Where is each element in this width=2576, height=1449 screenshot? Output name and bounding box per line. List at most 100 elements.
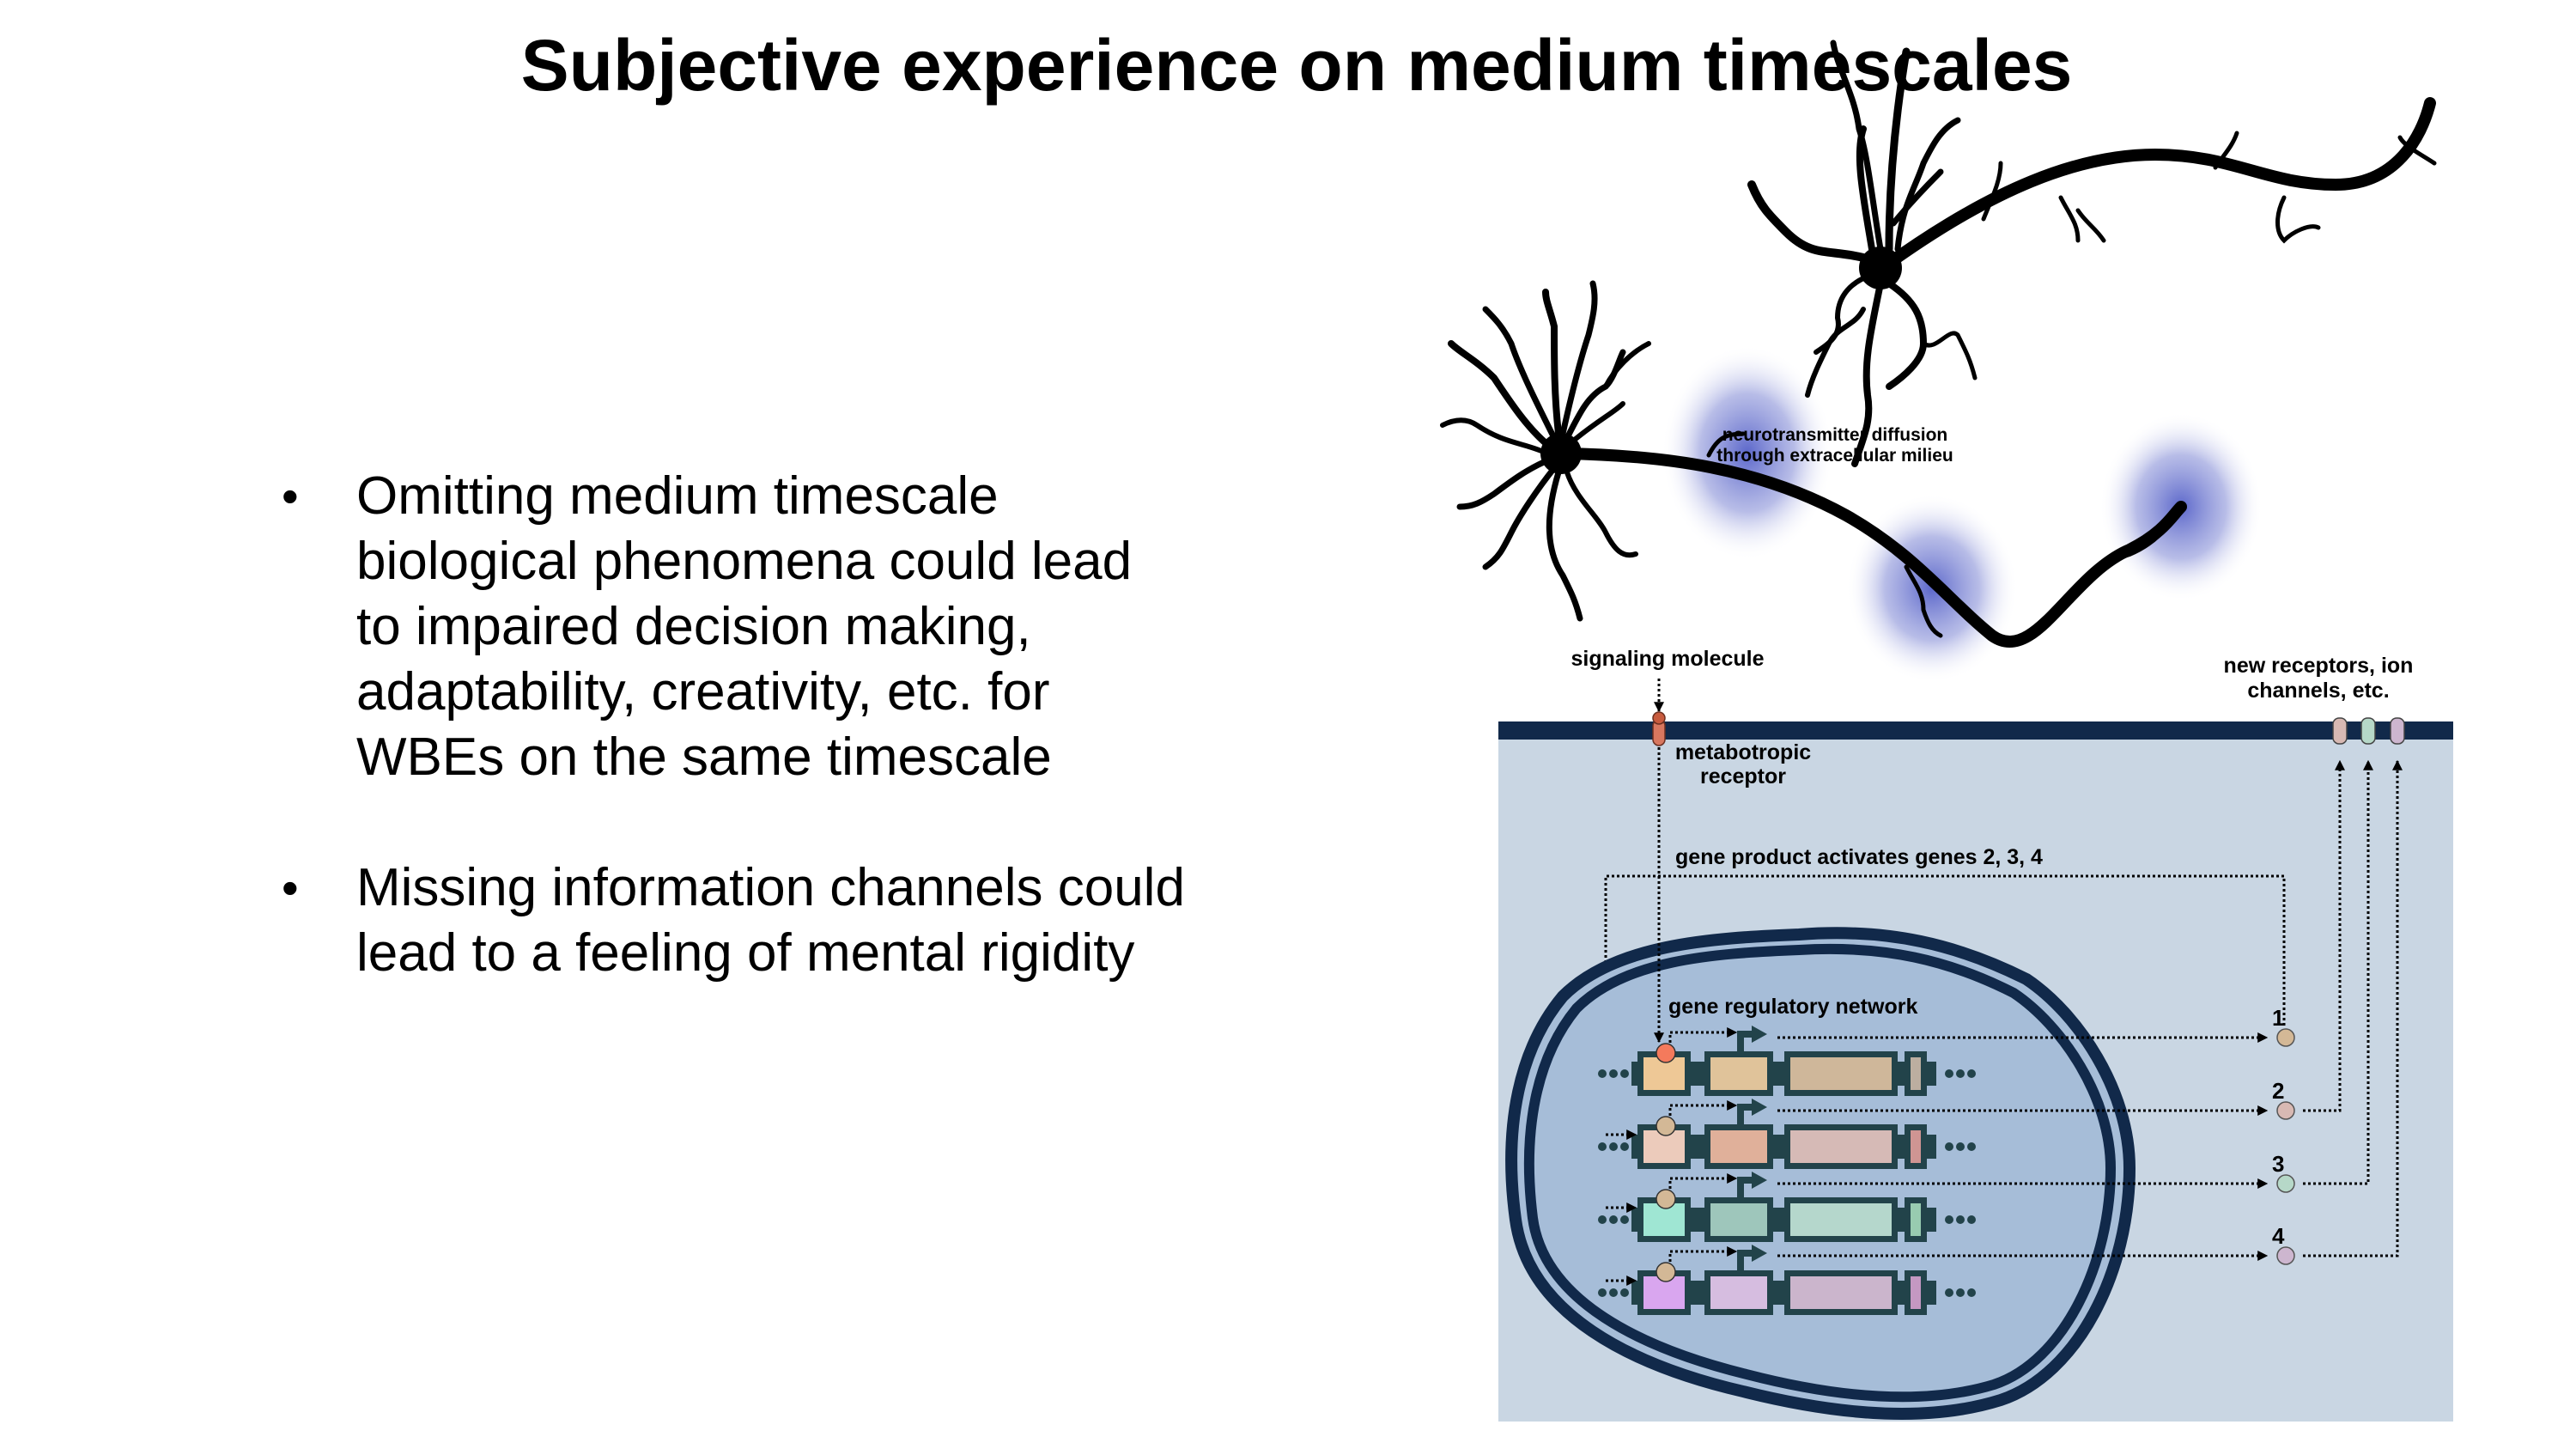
ellipsis-dot (1598, 1215, 1607, 1224)
exon-2 (1790, 1203, 1892, 1236)
exon-2 (1790, 1057, 1892, 1090)
terminator-region (1911, 1057, 1921, 1090)
ellipsis-dot (1620, 1069, 1629, 1078)
bullet-1-line: Omitting medium timescale (356, 466, 999, 526)
bullet-list: • Omitting medium timescale biological p… (275, 464, 1305, 1051)
ellipsis-dot (1609, 1142, 1618, 1151)
bullet-2-line: lead to a feeling of mental rigidity (356, 923, 1135, 983)
transcription-start-icon (1737, 1177, 1753, 1197)
exon-1 (1710, 1203, 1767, 1236)
transcription-start-icon (1737, 1250, 1753, 1270)
new-receptors (2332, 717, 2405, 745)
transcription-start-icon (1752, 1026, 1767, 1043)
ellipsis-dot (1956, 1215, 1965, 1224)
new-receptors-label: new receptors, ion (2224, 654, 2414, 678)
slide-title: Subjective experience on medium timescal… (520, 25, 2073, 106)
bullet-1-line: biological phenomena could lead (356, 532, 1133, 591)
ellipsis-dot (1620, 1142, 1629, 1151)
ellipsis-dot (1620, 1215, 1629, 1224)
new-receptor-icon (2390, 717, 2405, 745)
activation-arrow (1668, 1246, 1738, 1262)
terminator-region (1911, 1276, 1921, 1309)
exon-2 (1790, 1130, 1892, 1163)
bullet-item-2: • Missing information channels could lea… (275, 855, 1305, 986)
transcription-start-icon (1752, 1099, 1767, 1116)
gene-row (1598, 1099, 2269, 1169)
bullet-item-1: • Omitting medium timescale biological p… (275, 464, 1305, 790)
transcription-factor-icon (1656, 1043, 1676, 1063)
bullet-icon: • (282, 861, 299, 915)
receptor-trafficking-arrow (2303, 759, 2373, 1185)
metabotropic-label: metabotropic (1675, 740, 1811, 764)
receptor-trafficking-arrow (2303, 759, 2345, 1112)
ellipsis-dot (1945, 1288, 1953, 1297)
bullet-1-line: adaptability, creativity, etc. for (356, 662, 1050, 721)
signaling-molecule-icon (1652, 711, 1666, 725)
ellipsis-dot (1967, 1215, 1976, 1224)
ellipsis-dot (1945, 1069, 1953, 1078)
transcription-start-icon (1752, 1245, 1767, 1262)
ellipsis-dot (1967, 1069, 1976, 1078)
diffusion-label: through extracellular milieu (1716, 446, 1953, 466)
ellipsis-dot (1620, 1288, 1629, 1297)
gene-row (1598, 1245, 2269, 1315)
signaling-molecule-label: signaling molecule (1571, 647, 1764, 671)
lower-neuron-icon (1440, 280, 2187, 648)
terminator-region (1911, 1130, 1921, 1163)
gene-rows (1598, 747, 2269, 1315)
activation-arrow (1668, 1027, 1738, 1043)
ellipsis-dot (1945, 1215, 1953, 1224)
ellipsis-dot (1945, 1142, 1953, 1151)
diffusion-glow (1662, 345, 1833, 560)
metabotropic-label: receptor (1700, 764, 1786, 788)
ellipsis-dot (1956, 1069, 1965, 1078)
exon-1 (1710, 1130, 1767, 1163)
activation-arrow (1668, 1173, 1738, 1189)
new-receptor-icon (2360, 717, 2376, 745)
new-receptor-icon (2332, 717, 2348, 745)
bullet-2-line: Missing information channels could (356, 858, 1185, 917)
gene-product-number: 3 (2272, 1151, 2284, 1177)
upper-neuron-icon (1747, 40, 2437, 467)
ellipsis-dot (1967, 1288, 1976, 1297)
activation-arrow (1668, 1100, 1738, 1116)
gene-row (1598, 1026, 2269, 1096)
bullet-1-line: to impaired decision making, (356, 597, 1031, 656)
ellipsis-dot (1598, 1142, 1607, 1151)
ellipsis-dot (1598, 1069, 1607, 1078)
transcription-factor-icon (1656, 1262, 1676, 1282)
cell-membrane (1498, 721, 2453, 740)
transcription-factor-icon (1656, 1189, 1676, 1209)
bullet-icon: • (282, 469, 299, 523)
ellipsis-dot (1609, 1069, 1618, 1078)
gene-products: 1 2 3 4 (2272, 759, 2403, 1265)
gene-product-number: 1 (2272, 1005, 2284, 1031)
gene-row (1598, 1172, 2269, 1242)
ellipsis-dot (1609, 1215, 1618, 1224)
gene-product-icon (2276, 1028, 2295, 1047)
exon-1 (1710, 1276, 1767, 1309)
receptor-trafficking-arrow (2303, 759, 2403, 1257)
gene-product-number: 2 (2272, 1078, 2284, 1104)
diffusion-label: neurotransmitter diffusion (1722, 425, 1948, 445)
gene-product-icon (2276, 1101, 2295, 1120)
ellipsis-dot (1967, 1142, 1976, 1151)
ellipsis-dot (1956, 1142, 1965, 1151)
transcription-factor-icon (1656, 1116, 1676, 1136)
exon-1 (1710, 1057, 1767, 1090)
bullet-1-line: WBEs on the same timescale (356, 728, 1052, 787)
gene-product-activates-label: gene product activates genes 2, 3, 4 (1675, 845, 2043, 869)
ellipsis-dot (1609, 1288, 1618, 1297)
transcription-start-icon (1737, 1104, 1753, 1124)
terminator-region (1911, 1203, 1921, 1236)
transcription-start-icon (1752, 1172, 1767, 1189)
gene-product-number: 4 (2272, 1223, 2285, 1249)
gene-product-icon (2276, 1246, 2295, 1265)
transcription-start-icon (1737, 1031, 1753, 1051)
gene-regulatory-network-label: gene regulatory network (1668, 995, 1917, 1019)
ellipsis-dot (1598, 1288, 1607, 1297)
new-receptors-label: channels, etc. (2247, 679, 2389, 703)
exon-2 (1790, 1276, 1892, 1309)
gene-product-icon (2276, 1174, 2295, 1193)
